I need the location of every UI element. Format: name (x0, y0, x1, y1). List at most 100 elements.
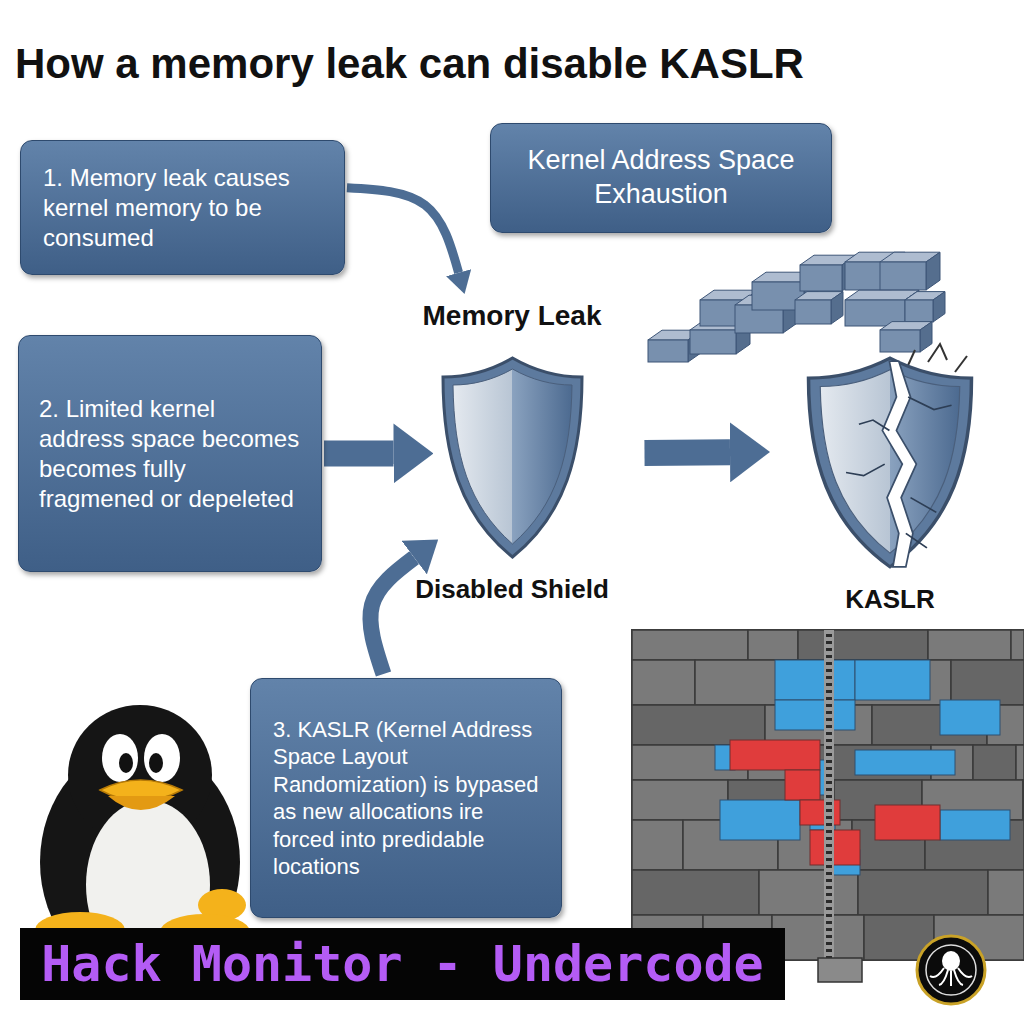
art-part (855, 750, 955, 775)
art-part (826, 949, 832, 952)
flow-arrow (370, 558, 414, 674)
art-part (858, 870, 988, 915)
process-box: 1. Memory leak causes kernel memory to b… (20, 140, 345, 275)
watermark-banner: Hack Monitor - Undercode (20, 928, 785, 1000)
broken-shield: KASLR (790, 296, 990, 615)
art-part (940, 810, 1010, 840)
logo-ring (926, 945, 976, 995)
flow-arrow (644, 439, 730, 466)
box-text: 1. Memory leak causes kernel memory to b… (43, 163, 322, 253)
process-box: 2. Limited kernel address space becomes … (18, 335, 322, 572)
art-part (826, 732, 832, 735)
art-part (826, 704, 832, 707)
spark-line (955, 356, 967, 372)
shield-outline (443, 358, 582, 557)
art-part (926, 252, 940, 290)
art-part (826, 718, 832, 721)
process-box: Kernel Address Space Exhaustion (490, 123, 832, 233)
box-text: Kernel Address Space Exhaustion (509, 144, 813, 212)
art-part (690, 330, 736, 354)
art-part (632, 705, 765, 745)
art-part (826, 690, 832, 693)
art-part (826, 774, 832, 777)
art-part (826, 907, 832, 910)
art-part (775, 700, 855, 730)
art-part (826, 914, 832, 917)
art-part (1011, 630, 1024, 660)
art-part (1023, 780, 1024, 820)
art-part (720, 800, 800, 840)
shield-face (453, 369, 572, 544)
flow-arrow (324, 440, 394, 466)
memory-block (880, 322, 932, 352)
art-part (826, 697, 832, 700)
art-part (632, 660, 695, 705)
art-part (940, 700, 1000, 735)
memory-block (795, 292, 843, 324)
art-part (905, 300, 933, 322)
art-part (632, 820, 683, 870)
art-part (826, 788, 832, 791)
penguin-eye (102, 734, 138, 782)
art-part (826, 683, 832, 686)
art-part (632, 870, 759, 915)
art-part (632, 630, 1024, 960)
art-part (1016, 745, 1024, 780)
art-part (826, 830, 832, 833)
art-part (826, 921, 832, 924)
art-part (772, 915, 864, 960)
logo-ring (917, 936, 985, 1004)
banner-background (20, 928, 785, 1000)
art-part (824, 630, 834, 960)
art-part (933, 292, 945, 322)
broken-shield-shape (805, 355, 975, 570)
art-part (826, 725, 832, 728)
art-part (826, 669, 832, 672)
logo-octopus (930, 968, 972, 986)
memory-blocks (648, 252, 945, 362)
art-part (798, 630, 928, 660)
art-part (826, 767, 832, 770)
art-part (795, 300, 831, 324)
art-part (826, 928, 832, 931)
art-part (632, 780, 728, 820)
art-part (880, 330, 920, 352)
art-part (831, 292, 843, 324)
art-part (826, 634, 832, 637)
art-part (855, 660, 930, 700)
art-part (826, 816, 832, 819)
art-part (988, 870, 1024, 915)
art-part (875, 805, 940, 840)
shield-caption: Disabled Shield (415, 574, 609, 605)
process-box: 3. KASLR (Kernel Address Space Layout Ra… (250, 678, 562, 918)
box-text: 2. Limited kernel address space becomes … (39, 394, 301, 514)
art-part (920, 322, 932, 352)
shield-shape (440, 355, 585, 560)
memory-block (880, 252, 940, 290)
art-part (826, 886, 832, 889)
art-part (826, 648, 832, 651)
art-part (973, 745, 1016, 780)
art-part (826, 662, 832, 665)
art-part (800, 265, 842, 291)
art-part (632, 630, 748, 660)
box-text: 3. KASLR (Kernel Address Space Layout Ra… (273, 716, 539, 881)
penguin-eye (144, 734, 180, 782)
art-part (826, 795, 832, 798)
shield-crack (882, 361, 916, 567)
art-part (759, 870, 858, 915)
penguin-pupil (149, 753, 163, 773)
art-part (826, 935, 832, 938)
art-part (826, 837, 832, 840)
art-part (785, 770, 820, 800)
memory-block (905, 292, 945, 322)
art-part (826, 865, 832, 868)
shield-icon: Memory LeakDisabled Shield (402, 296, 622, 605)
shield-crack (846, 397, 952, 548)
art-part (928, 630, 1011, 660)
art-part (818, 958, 862, 982)
art-part (826, 711, 832, 714)
art-part (648, 340, 688, 362)
art-part (826, 942, 832, 945)
art-part (826, 858, 832, 861)
